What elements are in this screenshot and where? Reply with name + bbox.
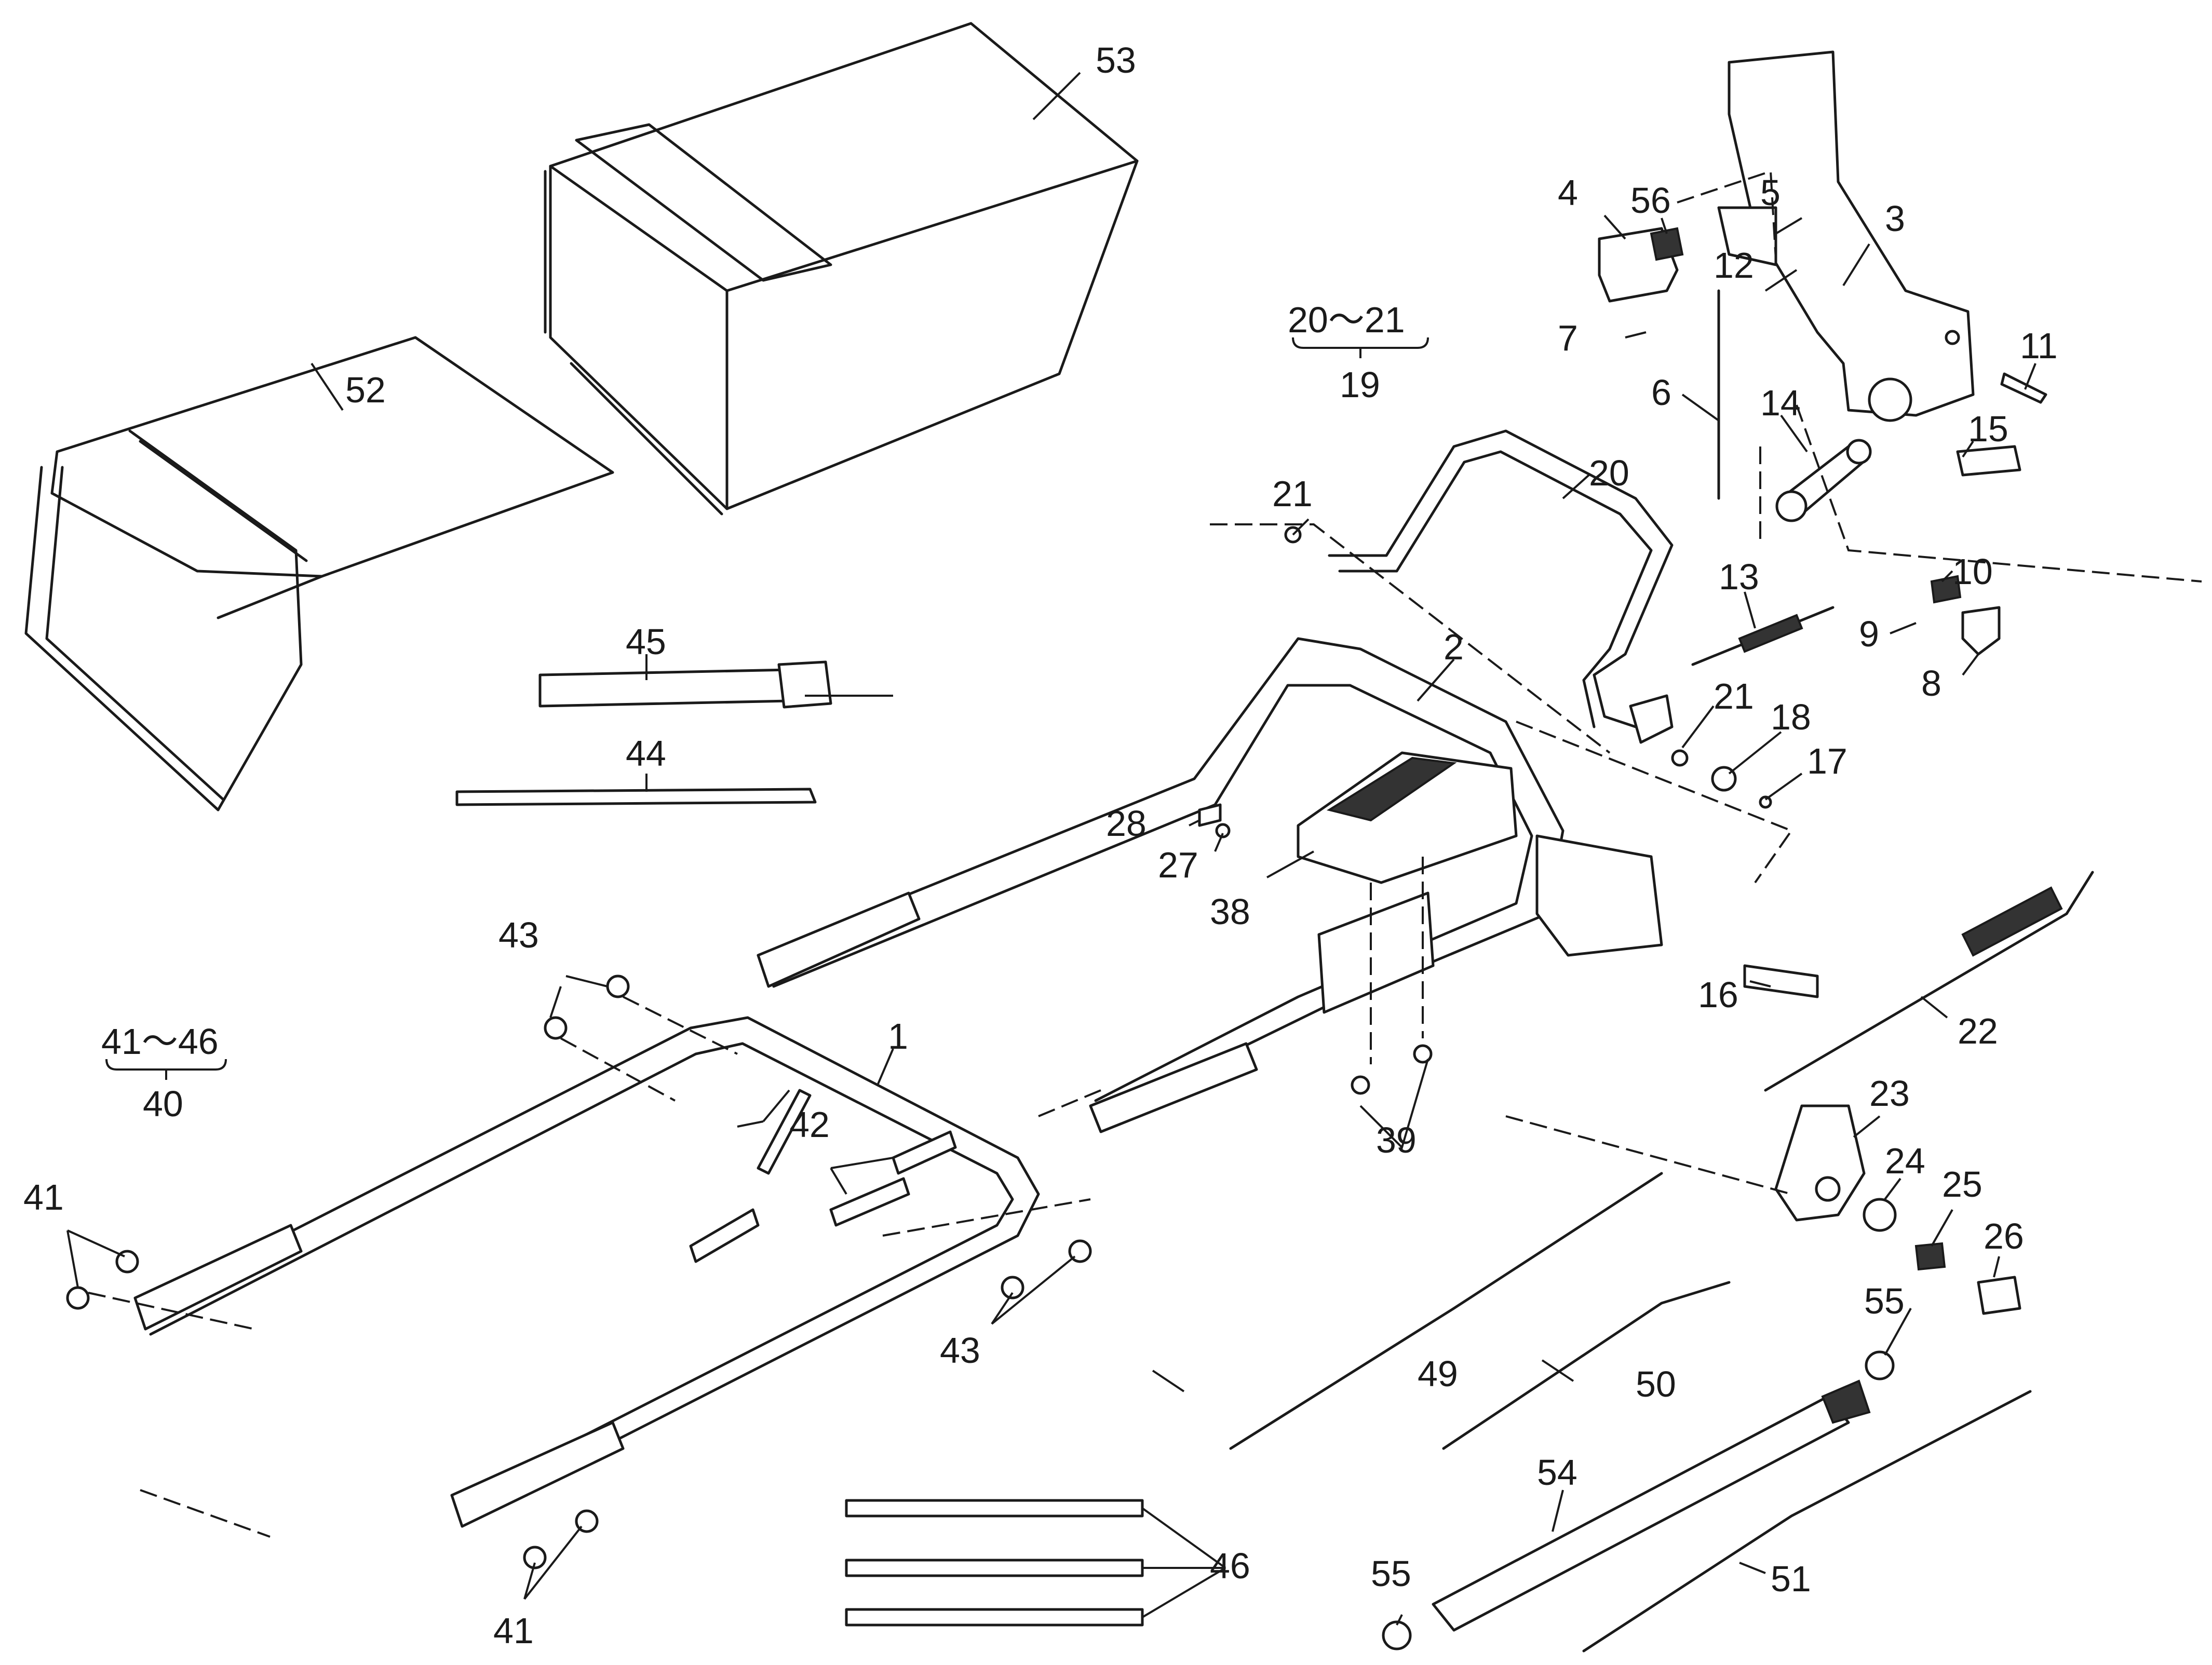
bail-lever-20 — [1328, 429, 1674, 744]
label-5: 5 — [1760, 172, 1781, 213]
label-26: 26 — [1984, 1216, 2024, 1256]
pin-16 — [1743, 964, 1819, 998]
label-17: 17 — [1807, 741, 1847, 781]
label-27: 27 — [1158, 845, 1198, 885]
label-9: 9 — [1859, 614, 1879, 654]
cable-ties-46 — [845, 1499, 1144, 1627]
label-16: 16 — [1698, 974, 1738, 1015]
label-8: 8 — [1921, 663, 1941, 703]
label-14: 14 — [1760, 383, 1801, 423]
label-22: 22 — [1958, 1011, 1998, 1051]
label-15: 15 — [1968, 409, 2008, 449]
label-44: 44 — [626, 733, 666, 774]
label-6: 6 — [1651, 372, 1671, 413]
label-55-right: 55 — [1864, 1281, 1905, 1321]
label-39: 39 — [1376, 1120, 1417, 1160]
group-bracket-40 — [105, 1059, 227, 1080]
spring-56 — [1650, 227, 1684, 261]
label-43-upper: 43 — [498, 915, 539, 955]
lower-handle-1 — [133, 1016, 1040, 1528]
rod-44 — [455, 788, 817, 806]
washer-27 — [1215, 823, 1231, 838]
plate-5 — [1717, 206, 1777, 266]
label-42: 42 — [789, 1104, 830, 1145]
assembly-lines — [88, 170, 2202, 1538]
label-28: 28 — [1106, 803, 1147, 844]
label-23: 23 — [1869, 1073, 1910, 1114]
label-53: 53 — [1096, 40, 1136, 80]
label-24: 24 — [1885, 1141, 1925, 1181]
label-45: 45 — [626, 621, 666, 662]
label-21-lower: 21 — [1714, 676, 1754, 716]
label-18: 18 — [1771, 697, 1811, 737]
control-box-38 — [1297, 751, 1518, 1014]
screw-39 — [1351, 1044, 1433, 1095]
label-20: 20 — [1589, 453, 1629, 493]
label-21-upper: 21 — [1272, 473, 1313, 514]
spring-13 — [1691, 606, 1835, 666]
group-bracket-19 — [1292, 337, 1429, 358]
spring-22 — [1764, 871, 2094, 1092]
label-11: 11 — [2020, 326, 2058, 366]
nut-21b — [1671, 749, 1689, 767]
label-group-40: 40 — [143, 1084, 183, 1124]
label-group-range-40: 41～46 — [101, 1021, 219, 1062]
lever-23 — [1774, 1104, 1866, 1222]
label-52: 52 — [345, 370, 386, 410]
washer-24 — [1863, 1198, 1897, 1232]
spring-25 — [1914, 1242, 1946, 1271]
label-12: 12 — [1714, 245, 1754, 286]
label-41-bottom: 41 — [493, 1610, 534, 1651]
pin-15 — [1956, 445, 2021, 477]
cap-26 — [1977, 1276, 2021, 1315]
label-2: 2 — [1444, 627, 1464, 667]
label-50: 50 — [1636, 1364, 1676, 1404]
label-49: 49 — [1418, 1353, 1458, 1394]
label-51: 51 — [1771, 1559, 1811, 1599]
label-25: 25 — [1942, 1164, 1982, 1204]
callout-labels: 53 52 45 44 2 20 20～21 19 3 4 56 5 12 7 … — [23, 40, 2058, 1651]
spring-10 — [1930, 575, 1962, 604]
link-14 — [1775, 439, 1872, 522]
label-46: 46 — [1210, 1546, 1250, 1586]
pin-17 — [1759, 795, 1772, 809]
label-43-lower: 43 — [940, 1330, 980, 1371]
pin-11 — [2000, 372, 2047, 404]
label-3: 3 — [1885, 198, 1905, 239]
label-13: 13 — [1719, 557, 1759, 597]
label-10: 10 — [1952, 551, 1993, 592]
bolts-42 — [689, 1089, 957, 1263]
label-41-left: 41 — [23, 1177, 64, 1217]
label-group-range-19: 20～21 — [1288, 300, 1405, 340]
clamp-55b — [1382, 1620, 1412, 1650]
label-38: 38 — [1210, 891, 1250, 932]
label-55-left: 55 — [1371, 1553, 1411, 1594]
label-4: 4 — [1558, 172, 1578, 213]
label-7: 7 — [1558, 318, 1578, 358]
label-56: 56 — [1630, 180, 1671, 221]
cable-49 — [1229, 1172, 1663, 1450]
bag-frame-52 — [24, 336, 614, 811]
clamp-55a — [1865, 1350, 1895, 1380]
cable-51 — [1582, 1390, 2032, 1653]
upper-handle-2 — [757, 637, 1663, 1133]
label-1: 1 — [888, 1016, 908, 1057]
pawl-8 — [1961, 606, 2001, 656]
grass-bag-53 — [544, 22, 1139, 516]
leader-lines — [66, 72, 2036, 1626]
label-54: 54 — [1537, 1452, 1577, 1493]
cable-50 — [1442, 1281, 1731, 1450]
tube-54 — [1432, 1379, 1871, 1632]
bolt-28 — [1198, 803, 1222, 827]
tool-45 — [538, 660, 832, 709]
label-group-19: 19 — [1340, 364, 1380, 405]
